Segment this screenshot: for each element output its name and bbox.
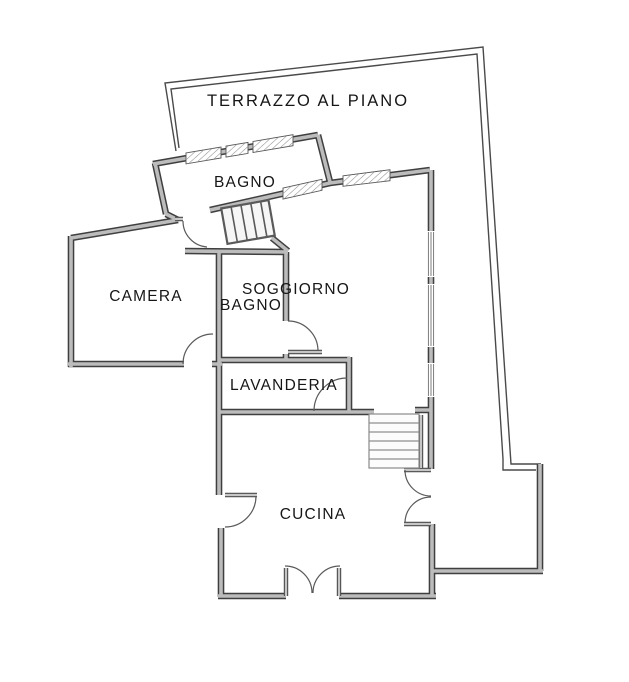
stairs-upper bbox=[219, 198, 277, 246]
stairs-kitchen bbox=[368, 413, 420, 469]
windows-right-wall bbox=[427, 232, 435, 396]
room-label-camera: CAMERA bbox=[109, 288, 183, 305]
window-soggiorno-top bbox=[342, 169, 391, 187]
door-arc-bagno-middle bbox=[287, 320, 319, 352]
window bbox=[427, 285, 435, 346]
door-arc-cucina-right-top bbox=[404, 469, 432, 497]
window-bagno-upper bbox=[185, 134, 294, 165]
room-label-soggiorno: SOGGIORNO bbox=[242, 281, 350, 298]
door-arc-cucina-left bbox=[224, 495, 257, 528]
door-arc-cucina-bottom-right bbox=[312, 565, 341, 594]
room-labels: TERRAZZO AL PIANO BAGNO CAMERA SOGGIORNO… bbox=[109, 92, 409, 523]
door-arc-cucina-bottom-left bbox=[284, 565, 313, 594]
room-label-cucina: CUCINA bbox=[280, 506, 347, 523]
window bbox=[427, 364, 435, 396]
door-arc-cucina-right-bottom bbox=[404, 496, 432, 524]
room-label-terrazzo: TERRAZZO AL PIANO bbox=[207, 92, 409, 110]
door-arc-hall bbox=[182, 220, 208, 248]
walls bbox=[68, 135, 543, 597]
door-arc-camera bbox=[182, 333, 214, 365]
terrace-parapet bbox=[164, 46, 541, 471]
room-label-bagno-upper: BAGNO bbox=[214, 174, 276, 191]
window-soggiorno-left bbox=[282, 178, 323, 200]
room-label-bagno-middle: BAGNO bbox=[220, 297, 282, 314]
room-label-lavanderia: LAVANDERIA bbox=[230, 377, 338, 394]
doors bbox=[182, 220, 432, 594]
window bbox=[427, 232, 435, 276]
door-arc-lavanderia bbox=[313, 377, 348, 412]
window-hatch-bands bbox=[185, 134, 391, 200]
